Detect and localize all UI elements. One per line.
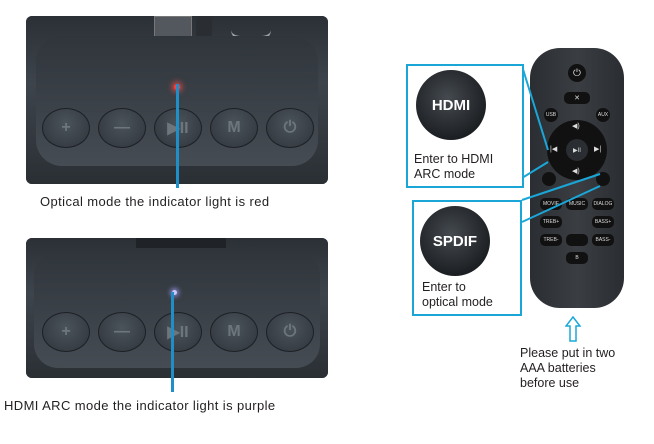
remote-control: ⏻ ✕ USB AUX ▶II ◀) ◀) |◀ ▶| MOVIE MUSIC … <box>530 48 624 308</box>
treb-plus-key[interactable]: TREB+ <box>540 216 562 228</box>
mode-button[interactable]: M <box>210 108 258 148</box>
hdmi-arc-mode-caption: HDMI ARC mode the indicator light is pur… <box>4 398 276 413</box>
optical-mode-caption: Optical mode the indicator light is red <box>40 194 270 209</box>
battery-note-line2: AAA batteries <box>520 361 596 375</box>
volume-up-button[interactable]: + <box>42 108 90 148</box>
spdif-caption-line1: Enter to <box>422 280 466 294</box>
mute-icon: ✕ <box>574 95 580 102</box>
battery-note-line1: Please put in two <box>520 346 616 360</box>
music-key[interactable]: MUSIC <box>566 198 588 210</box>
spdif-caption-line2: optical mode <box>422 295 493 309</box>
cable <box>136 238 226 248</box>
hdmi-caption-line1: Enter to HDMI <box>414 152 494 166</box>
usb-key[interactable]: USB <box>544 108 558 122</box>
vol-up-icon[interactable]: ◀) <box>572 123 580 130</box>
bass-plus-key[interactable]: BASS+ <box>592 216 614 228</box>
power-button[interactable]: ⏻ <box>266 312 314 352</box>
spdif-button-closeup: SPDIF <box>420 206 490 276</box>
spdif-callout: SPDIF Enter to optical mode <box>412 200 522 316</box>
leader-line <box>171 292 174 392</box>
play-pause-key[interactable]: ▶II <box>566 139 588 161</box>
power-key[interactable]: ⏻ <box>568 64 586 82</box>
hdmi-button-closeup: HDMI <box>416 70 486 140</box>
hdmi-caption-line2: ARC mode <box>414 167 476 181</box>
volume-up-button[interactable]: + <box>42 312 90 352</box>
soundbar-bottom-photo: + — ▶II M ⏻ <box>26 238 328 378</box>
indicator-led-purple <box>172 290 177 295</box>
volume-down-button[interactable]: — <box>98 312 146 352</box>
blank-key[interactable] <box>566 234 588 246</box>
b-key[interactable]: B <box>566 252 588 264</box>
power-button[interactable]: ⏻ <box>266 108 314 148</box>
treb-minus-key[interactable]: TREB- <box>540 234 562 246</box>
aux-key[interactable]: AUX <box>596 108 610 122</box>
vol-down-icon[interactable]: ◀) <box>572 168 580 175</box>
volume-down-button[interactable]: — <box>98 108 146 148</box>
mode-button[interactable]: M <box>210 312 258 352</box>
bass-minus-key[interactable]: BASS- <box>592 234 614 246</box>
battery-arrow-icon <box>565 316 581 342</box>
battery-note-line3: before use <box>520 376 580 390</box>
hdmi-key[interactable] <box>542 172 556 186</box>
control-buttons: + — ▶II M ⏻ <box>42 108 314 148</box>
dialog-key[interactable]: DIALOG <box>592 198 614 210</box>
next-icon[interactable]: ▶| <box>594 146 602 153</box>
prev-icon[interactable]: |◀ <box>550 146 558 153</box>
leader-line <box>176 84 179 188</box>
mute-key[interactable]: ✕ <box>564 92 590 104</box>
spdif-key[interactable] <box>596 172 610 186</box>
hdmi-callout: HDMI Enter to HDMI ARC mode <box>406 64 524 188</box>
cable <box>196 16 212 42</box>
